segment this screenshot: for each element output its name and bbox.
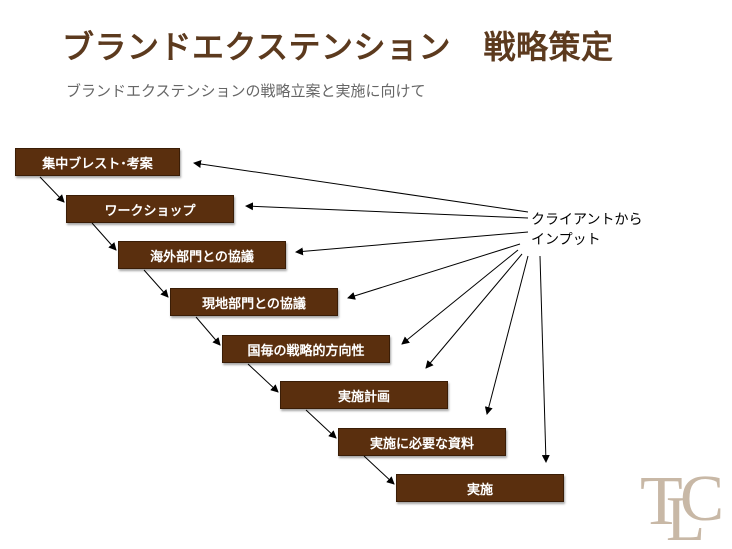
page-subtitle: ブランドエクステンションの戦略立案と実施に向けて — [66, 82, 426, 100]
step-implementation-plan: 実施計画 — [280, 381, 448, 409]
step-local-consultation: 現地部門との協議 — [170, 288, 338, 316]
input-arrow-7 — [484, 255, 529, 415]
input-arrow-3 — [295, 231, 529, 256]
connector-7-8 — [363, 455, 395, 485]
connector-4-5 — [195, 316, 221, 346]
client-input-line1: クライアントから — [531, 212, 643, 228]
step-label: 実施に必要な資料 — [369, 436, 474, 452]
input-arrow-2 — [245, 202, 529, 219]
svg-text:T: T — [640, 463, 683, 540]
connector-2-3 — [91, 222, 117, 251]
connector-5-6 — [247, 363, 279, 393]
connector-3-4 — [143, 269, 169, 298]
step-label: ワークショップ — [104, 203, 196, 219]
input-arrow-4 — [347, 243, 521, 300]
step-overseas-consultation: 海外部門との協議 — [118, 241, 286, 269]
step-label: 実施 — [466, 482, 493, 498]
step-brainstorm: 集中ブレスト･考案 — [15, 148, 180, 176]
tlc-logo: T L C — [640, 462, 722, 542]
step-label: 海外部門との協議 — [150, 249, 254, 265]
cascade-connectors — [39, 176, 395, 485]
input-arrow-8 — [539, 255, 550, 463]
connector-1-2 — [39, 176, 65, 203]
connector-6-7 — [305, 409, 337, 439]
step-label: 現地部門との協議 — [202, 296, 306, 312]
page-title: ブランドエクステンション 戦略策定 — [62, 28, 614, 66]
step-workshop: ワークショップ — [66, 195, 234, 223]
input-arrow-1 — [193, 160, 529, 213]
input-arrow-5 — [401, 249, 519, 345]
svg-text:C: C — [680, 462, 722, 535]
step-implementation: 実施 — [396, 474, 564, 502]
svg-text:L: L — [666, 483, 705, 542]
step-label: 集中ブレスト･考案 — [42, 156, 153, 172]
step-implementation-materials: 実施に必要な資料 — [338, 428, 506, 456]
client-input-arrows — [193, 160, 550, 463]
client-input-label: クライアントから インプット — [531, 210, 642, 250]
input-arrow-6 — [425, 253, 523, 369]
step-country-strategy: 国毎の戦略的方向性 — [222, 335, 390, 363]
step-label: 実施計画 — [337, 389, 390, 405]
client-input-line2: インプット — [531, 232, 601, 248]
step-label: 国毎の戦略的方向性 — [247, 343, 365, 359]
